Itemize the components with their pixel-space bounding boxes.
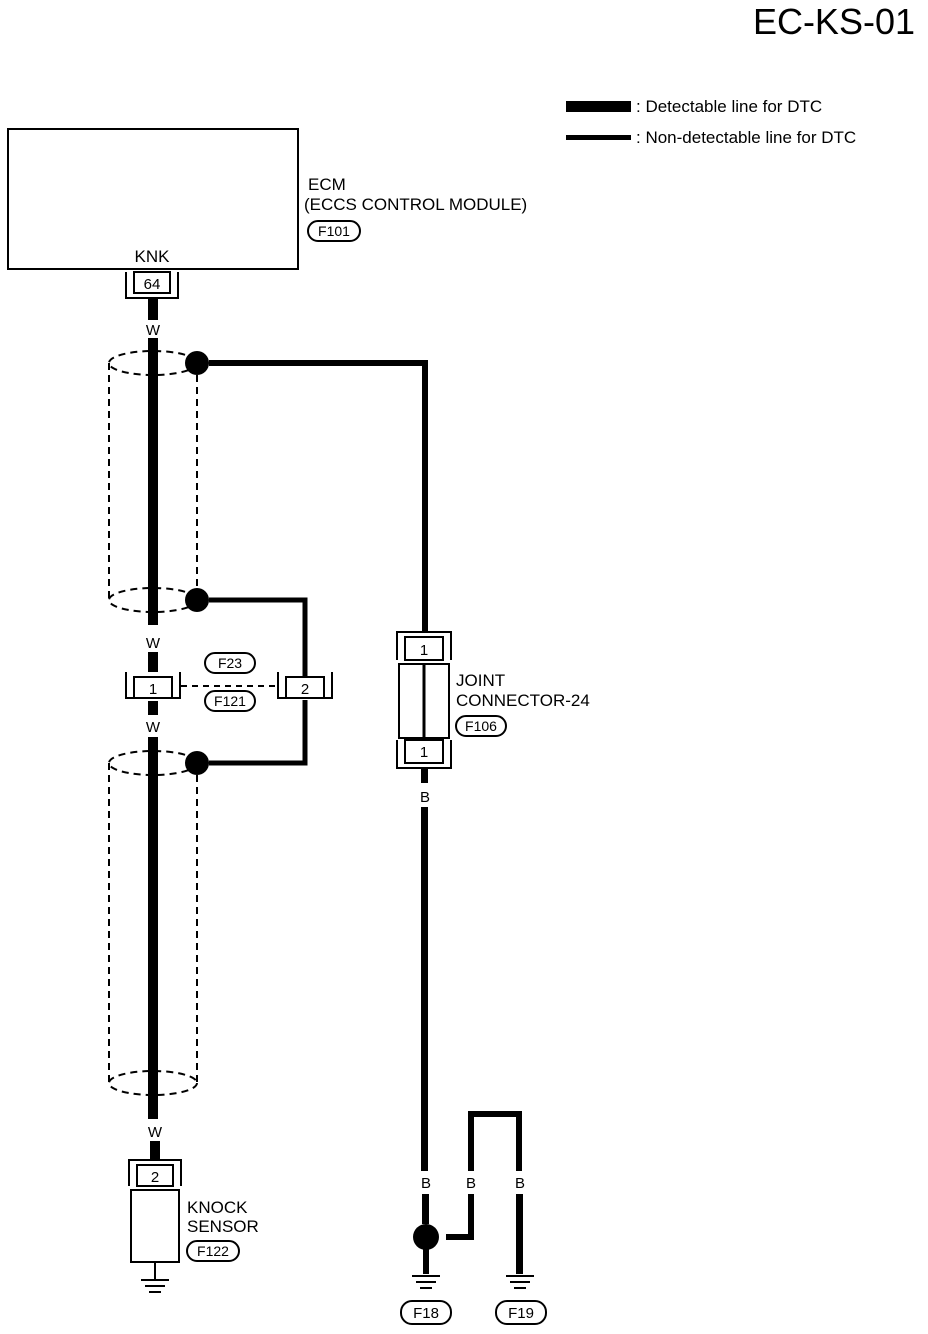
joint-connector-id: F106 [465, 718, 497, 734]
joint-connector: 1 1 JOINT CONNECTOR-24 F106 [396, 631, 590, 769]
ground-connector-badge [400, 1300, 452, 1325]
sensor-connector-badge [186, 1240, 240, 1262]
connector-pin-box [285, 676, 325, 699]
signal-wire-segment [150, 1141, 160, 1159]
wire-color-label: B [420, 789, 430, 806]
sensor-pin-box [136, 1164, 174, 1187]
wire-color-label: W [148, 1124, 163, 1141]
connector-pin-box [133, 676, 173, 699]
wire-color-label: W [146, 719, 161, 736]
legend-detectable-text: : Detectable line for DTC [636, 97, 822, 116]
signal-wire-segment [148, 298, 158, 320]
ground-wire-segment [422, 1194, 429, 1224]
shield-drain-wire [209, 700, 308, 766]
ecm-connector-badge [307, 220, 361, 242]
shield-splice-dot [185, 751, 209, 775]
joint-pin-bottom: 1 [420, 744, 428, 761]
ecm-terminal-label: KNK [135, 247, 171, 266]
connector-id-badge [204, 652, 256, 674]
joint-pin-box-bottom [404, 739, 444, 764]
ecm-terminal-pin: 64 [144, 276, 161, 293]
legend-non-detectable-text: : Non-detectable line for DTC [636, 128, 856, 147]
sensor-name-line2: SENSOR [187, 1217, 259, 1236]
shield-drain-wire [209, 597, 308, 676]
sensor-connector-id: F122 [197, 1243, 229, 1259]
legend: : Detectable line for DTC : Non-detectab… [566, 97, 856, 147]
joint-connector-badge [455, 715, 507, 737]
sensor-name-line1: KNOCK [187, 1198, 248, 1217]
joint-pin-top: 1 [420, 642, 428, 659]
wire-color-label: W [146, 635, 161, 652]
ground-connector-badge [495, 1300, 547, 1325]
shield-splice-dot [185, 351, 209, 375]
ground-wire-segment [421, 807, 428, 1171]
knock-sensor: 2 KNOCK SENSOR F122 [128, 1159, 259, 1293]
ground-wire-segment [423, 1248, 429, 1274]
sensor-body [130, 1189, 180, 1263]
joint-name-line1: JOINT [456, 671, 505, 690]
sensor-pin: 2 [151, 1169, 159, 1186]
shield-drain-wire [209, 360, 428, 632]
shield-splice-dot [185, 588, 209, 612]
ground-icon [506, 1275, 534, 1289]
ground-id-2: F19 [508, 1305, 534, 1322]
signal-wire-segment [148, 652, 158, 672]
signal-wire-segment [148, 701, 158, 715]
ecm-module: ECM (ECCS CONTROL MODULE) F101 KNK 64 [7, 128, 527, 299]
wire-color-label: W [146, 322, 161, 339]
connector-pin-right: 2 [301, 681, 309, 698]
ecm-terminal-box [133, 271, 171, 294]
ecm-name: ECM [308, 175, 346, 194]
joint-pin-box-top [404, 636, 444, 661]
legend-detectable-swatch [566, 101, 631, 112]
joint-bracket-top [396, 631, 452, 660]
harness-connector: 1 2 F23 F121 [125, 652, 333, 712]
ecm-full-name: (ECCS CONTROL MODULE) [304, 195, 527, 214]
ground-jumper-wire [446, 1194, 474, 1240]
wire-color-label: B [466, 1175, 476, 1192]
ground-wire-segment [516, 1194, 523, 1274]
joint-bracket-bottom [396, 740, 452, 769]
wire-color-label: B [421, 1175, 431, 1192]
legend-non-detectable-swatch [566, 135, 631, 140]
ecm-box [7, 128, 299, 270]
ground-jumper-wire [468, 1111, 522, 1171]
joint-name-line2: CONNECTOR-24 [456, 691, 590, 710]
ground-wire-segment [421, 769, 428, 783]
ecm-connector-id: F101 [318, 223, 350, 239]
page-title: EC-KS-01 [753, 1, 915, 42]
ground-id-1: F18 [413, 1305, 439, 1322]
ground-splice-dot [413, 1224, 439, 1250]
wire-color-label: B [515, 1175, 525, 1192]
connector-id-badge [204, 690, 256, 712]
sensor-bracket [128, 1159, 182, 1186]
connector-id-bottom: F121 [214, 693, 246, 709]
ground-icon [412, 1275, 440, 1289]
signal-wire-segment [148, 737, 158, 1119]
connector-id-top: F23 [218, 655, 242, 671]
signal-wire-segment [148, 338, 158, 625]
connector-pin-left: 1 [149, 681, 157, 698]
